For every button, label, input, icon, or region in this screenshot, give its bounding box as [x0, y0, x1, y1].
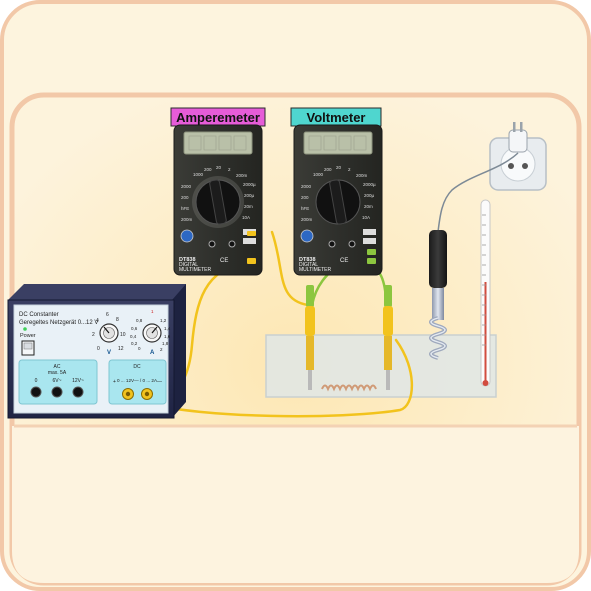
ammeter[interactable]: Amperemeter 1000 200 20 2 200m 2000µ 200… [170, 107, 266, 276]
voltmeter-lcd [303, 131, 373, 155]
svg-text:20: 20 [336, 165, 342, 170]
immersion-heater-icon[interactable] [429, 230, 447, 360]
svg-text:+: + [113, 379, 116, 385]
svg-text:10: 10 [120, 332, 126, 338]
ac-terminal-6v[interactable] [51, 386, 63, 398]
psu-title: DC Constanter [19, 312, 59, 318]
water-tank [265, 334, 497, 398]
svg-text:1,2: 1,2 [160, 318, 167, 323]
svg-text:0,8: 0,8 [136, 318, 143, 323]
svg-text:AC: AC [54, 364, 61, 370]
svg-text:200: 200 [204, 167, 212, 172]
svg-text:DC: DC [133, 364, 141, 370]
svg-text:hFE: hFE [301, 206, 309, 211]
probe-left [305, 285, 315, 390]
svg-text:2000: 2000 [181, 184, 192, 189]
svg-text:1,4: 1,4 [164, 326, 171, 331]
svg-text:4: 4 [96, 318, 99, 324]
svg-text:DT838: DT838 [179, 257, 196, 263]
svg-text:1,8: 1,8 [162, 341, 169, 346]
svg-text:0,6: 0,6 [131, 326, 138, 331]
rotary-knob-icon[interactable] [142, 323, 162, 343]
voltmeter[interactable]: Voltmeter 1000 200 20 2 200m 2000µ 200µ … [290, 107, 383, 276]
svg-text:200m: 200m [301, 217, 313, 222]
voltmeter-label: Voltmeter [307, 110, 366, 125]
power-switch-icon[interactable] [21, 340, 35, 356]
svg-text:2: 2 [348, 167, 351, 172]
svg-text:0 ... 12V— / 0 ... 2A: 0 ... 12V— / 0 ... 2A [117, 378, 158, 383]
wire-ammeter-to-probe [270, 230, 310, 307]
svg-text:V: V [107, 350, 111, 356]
ammeter-socket-10a[interactable] [247, 231, 256, 236]
svg-text:CE: CE [220, 258, 228, 264]
power-led [23, 327, 27, 331]
heater-cable [437, 152, 519, 233]
svg-text:—: — [157, 379, 162, 385]
svg-text:DT838: DT838 [299, 257, 316, 263]
svg-text:0: 0 [97, 346, 100, 352]
svg-text:200: 200 [301, 195, 309, 200]
ammeter-lcd [183, 131, 253, 155]
ac-terminal-0[interactable] [30, 386, 42, 398]
svg-text:2: 2 [228, 167, 231, 172]
voltmeter-socket-com[interactable] [367, 258, 376, 264]
svg-text:0: 0 [35, 378, 38, 384]
svg-text:20: 20 [216, 165, 222, 170]
svg-text:20m: 20m [364, 204, 373, 209]
svg-text:DIGITAL: DIGITAL [299, 262, 318, 268]
svg-text:2: 2 [92, 332, 95, 338]
probe-right [383, 285, 393, 390]
svg-text:200m: 200m [181, 217, 193, 222]
svg-text:6V~: 6V~ [52, 378, 61, 384]
svg-text:CE: CE [340, 258, 348, 264]
svg-text:2000µ: 2000µ [363, 182, 376, 187]
svg-text:DIGITAL: DIGITAL [179, 262, 198, 268]
wall-socket-icon[interactable] [489, 122, 547, 191]
svg-text:MULTIMETER: MULTIMETER [179, 267, 212, 273]
svg-text:2000: 2000 [301, 184, 312, 189]
ammeter-socket-com[interactable] [247, 258, 256, 264]
power-label: Power [20, 333, 36, 339]
svg-text:hFE: hFE [181, 206, 189, 211]
svg-text:200m: 200m [236, 173, 248, 178]
svg-text:20m: 20m [244, 204, 253, 209]
ammeter-label: Amperemeter [176, 110, 260, 125]
svg-text:1000: 1000 [193, 172, 204, 177]
svg-text:200: 200 [324, 167, 332, 172]
svg-text:1,6: 1,6 [164, 334, 171, 339]
svg-text:200µ: 200µ [364, 193, 375, 198]
svg-text:200m: 200m [356, 173, 368, 178]
svg-text:200: 200 [181, 195, 189, 200]
svg-text:1: 1 [151, 309, 154, 314]
svg-text:8: 8 [116, 317, 119, 323]
thermometer-icon [480, 199, 491, 387]
svg-text:2000µ: 2000µ [243, 182, 256, 187]
svg-text:max. 5A: max. 5A [48, 370, 67, 376]
svg-text:2: 2 [160, 347, 163, 352]
ac-terminal-12v[interactable] [72, 386, 84, 398]
psu-subtitle: Geregeltes Netzgerät 0...12 V [19, 320, 98, 326]
svg-text:A: A [150, 350, 155, 356]
svg-text:10A: 10A [242, 215, 250, 220]
svg-text:6: 6 [106, 312, 109, 318]
voltmeter-socket-vma[interactable] [367, 249, 376, 255]
svg-text:0: 0 [138, 346, 141, 351]
svg-text:10A: 10A [362, 215, 370, 220]
svg-text:200µ: 200µ [244, 193, 255, 198]
svg-text:0,4: 0,4 [130, 334, 137, 339]
bench-front [12, 426, 579, 583]
svg-text:12V~: 12V~ [72, 378, 84, 384]
power-supply[interactable]: DC Constanter Geregeltes Netzgerät 0...1… [7, 284, 186, 419]
rotary-knob-icon[interactable] [99, 323, 119, 343]
heating-coil-icon [321, 384, 377, 392]
svg-text:0,2: 0,2 [131, 341, 138, 346]
wire-psu-to-tank [144, 338, 414, 418]
svg-text:MULTIMETER: MULTIMETER [299, 267, 332, 273]
svg-text:12: 12 [118, 346, 124, 352]
svg-text:1000: 1000 [313, 172, 324, 177]
